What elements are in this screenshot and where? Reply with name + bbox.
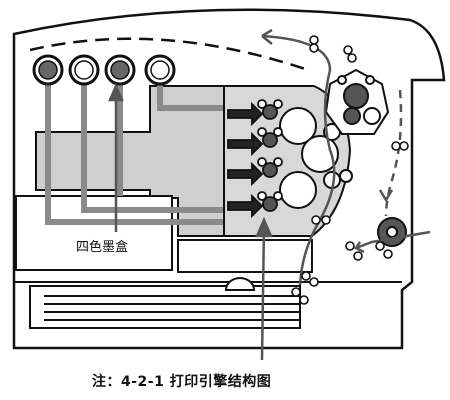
toner-cartridge-core bbox=[38, 60, 58, 80]
paper-path bbox=[261, 28, 431, 286]
toner-cartridges bbox=[32, 54, 176, 86]
figure-caption: 注：4-2-1 打印引擎结构图 bbox=[92, 374, 272, 390]
callout-lines bbox=[108, 82, 273, 361]
toner-cartridge-core bbox=[74, 60, 94, 80]
fuser-unit bbox=[324, 68, 390, 135]
toner-feed-lines bbox=[45, 84, 224, 225]
toner-cartridge-label: 四色墨盒 bbox=[76, 240, 129, 255]
developer-units bbox=[227, 99, 283, 219]
toner-cartridge-core bbox=[150, 60, 170, 80]
paper-tray bbox=[29, 277, 301, 329]
idler-rollers bbox=[291, 35, 409, 305]
scanner-unit bbox=[15, 85, 313, 273]
toner-cartridge-core bbox=[110, 60, 130, 80]
top-dashed-path bbox=[29, 37, 309, 72]
